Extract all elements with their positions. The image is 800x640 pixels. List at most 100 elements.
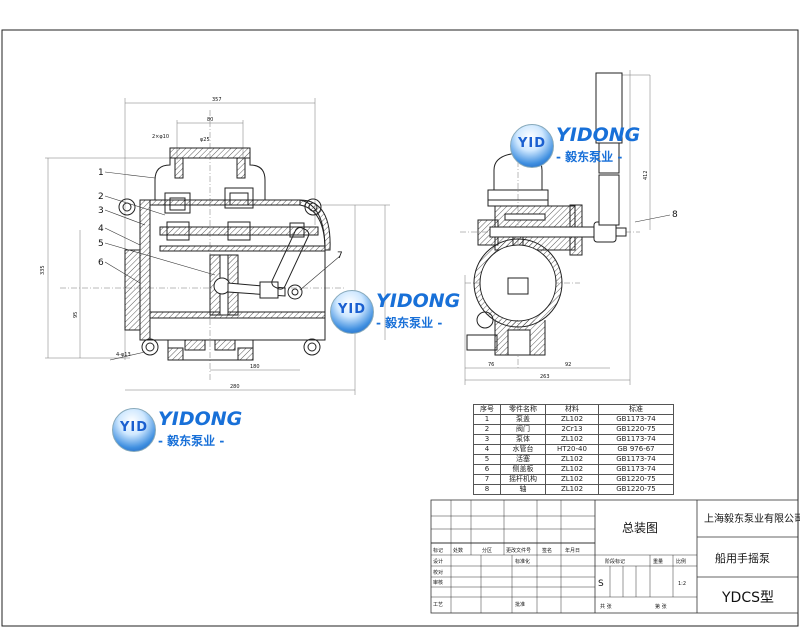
dim-overall-width: 357 [212, 97, 222, 103]
dim-handle-height: 412 [643, 170, 649, 180]
logo-badge-icon: YID [112, 408, 156, 452]
logo-badge-text: YID [517, 136, 547, 151]
dim-height: 335 [40, 265, 46, 275]
scale-value: 1:2 [678, 581, 686, 587]
yidong-logo-watermark: YID YIDONG - 毅东泵业 - [330, 290, 470, 334]
cell: ZL102 [545, 464, 599, 475]
cell: 1 [473, 414, 501, 425]
cell: 8 [473, 484, 501, 495]
label-stage-mark: 阶段标记 [605, 558, 625, 565]
logo-subtitle: - 毅东泵业 - [556, 150, 623, 164]
label-check: 校对 [433, 569, 443, 576]
yidong-logo-watermark: YID YIDONG - 毅东泵业 - [510, 124, 650, 168]
side-view [460, 70, 671, 385]
cell: GB1173-74 [598, 434, 674, 445]
logo-badge-icon: YID [510, 124, 554, 168]
cell: 泵体 [500, 434, 546, 445]
logo-brand: YIDONG [376, 290, 461, 312]
label-approve: 批准 [515, 601, 525, 608]
product-name: 船用手摇泵 [715, 551, 770, 565]
cell: ZL102 [545, 474, 599, 485]
dim-holes: 2×φ10 [152, 134, 169, 140]
rev-header-count: 处数 [453, 547, 463, 554]
header-material: 材料 [545, 404, 599, 415]
cell: 水管台 [500, 444, 546, 455]
header-standard: 标准 [598, 404, 674, 415]
yidong-logo-watermark: YID YIDONG - 毅东泵业 - [112, 408, 252, 452]
cell: GB1220-75 [598, 424, 674, 435]
cell: GB 976-67 [598, 444, 674, 455]
cell: GB1220-75 [598, 474, 674, 485]
cell: ZL102 [545, 434, 599, 445]
front-section-view [45, 98, 390, 395]
cell: GB1173-74 [598, 454, 674, 465]
logo-brand: YIDONG [556, 124, 641, 146]
label-weight: 重量 [653, 558, 663, 565]
sheet-number: 第 张 [655, 603, 667, 610]
cell: 4 [473, 444, 501, 455]
model-name: YDCS型 [721, 590, 774, 606]
dim-center-span: 80 [207, 117, 213, 123]
label-design: 设计 [433, 558, 443, 565]
dim-side-width: 263 [540, 374, 550, 380]
dim-top-port: φ25 [200, 137, 210, 143]
cell: 摇杆机构 [500, 474, 546, 485]
rev-header-date: 年月日 [565, 547, 580, 554]
cell: GB1173-74 [598, 464, 674, 475]
logo-badge-text: YID [119, 420, 149, 435]
label-scale: 比例 [676, 558, 686, 565]
callout-4: 4 [98, 224, 104, 234]
cell: ZL102 [545, 484, 599, 495]
cell: 阀门 [500, 424, 546, 435]
dim-side-right: 92 [565, 362, 571, 368]
company-name: 上海毅东泵业有限公司 [704, 512, 800, 525]
callout-2: 2 [98, 192, 104, 202]
label-review: 审核 [433, 579, 443, 586]
label-standardize: 标准化 [515, 558, 530, 565]
dim-base-span: 180 [250, 364, 260, 370]
dim-bottom-holes: 4-φ13 [116, 352, 131, 358]
parts-table-header: 序号 零件名称 材料 标准 [473, 404, 674, 415]
dim-side-left: 76 [488, 362, 494, 368]
dim-base-width: 280 [230, 384, 240, 390]
logo-badge-icon: YID [330, 290, 374, 334]
header-no: 序号 [473, 404, 501, 415]
logo-subtitle: - 毅东泵业 - [376, 316, 443, 330]
cell: 轴 [500, 484, 546, 495]
cell: 活塞 [500, 454, 546, 465]
dimension-labels: 357 80 φ25 2×φ10 4-φ13 180 280 335 95 76… [40, 97, 649, 390]
part-callouts: 1 2 3 4 5 6 7 8 [98, 168, 678, 268]
rev-header-sign: 签名 [542, 547, 552, 554]
title-block-labels: 标记 处数 分区 更改文件号 签名 年月日 设计 标准化 校对 审核 工艺 批准… [433, 512, 800, 610]
callout-6: 6 [98, 258, 104, 268]
cell: 6 [473, 464, 501, 475]
title-block [430, 499, 799, 614]
cell: 泵盖 [500, 414, 546, 425]
rev-header-mark: 标记 [433, 547, 443, 554]
callout-7: 7 [337, 251, 343, 261]
callout-3: 3 [98, 206, 104, 216]
cell: 2Cr13 [545, 424, 599, 435]
cell: 侧盖板 [500, 464, 546, 475]
label-process: 工艺 [433, 602, 443, 608]
cell: 7 [473, 474, 501, 485]
logo-brand: YIDONG [158, 408, 243, 430]
callout-1: 1 [98, 168, 104, 178]
logo-badge-text: YID [337, 302, 367, 317]
cell: 2 [473, 424, 501, 435]
cell: ZL102 [545, 454, 599, 465]
rev-header-zone: 分区 [482, 547, 492, 554]
cell: GB1220-75 [598, 484, 674, 495]
drawing-frame [1, 29, 799, 627]
drawing-name: 总装图 [622, 521, 658, 535]
cell: 5 [473, 454, 501, 465]
